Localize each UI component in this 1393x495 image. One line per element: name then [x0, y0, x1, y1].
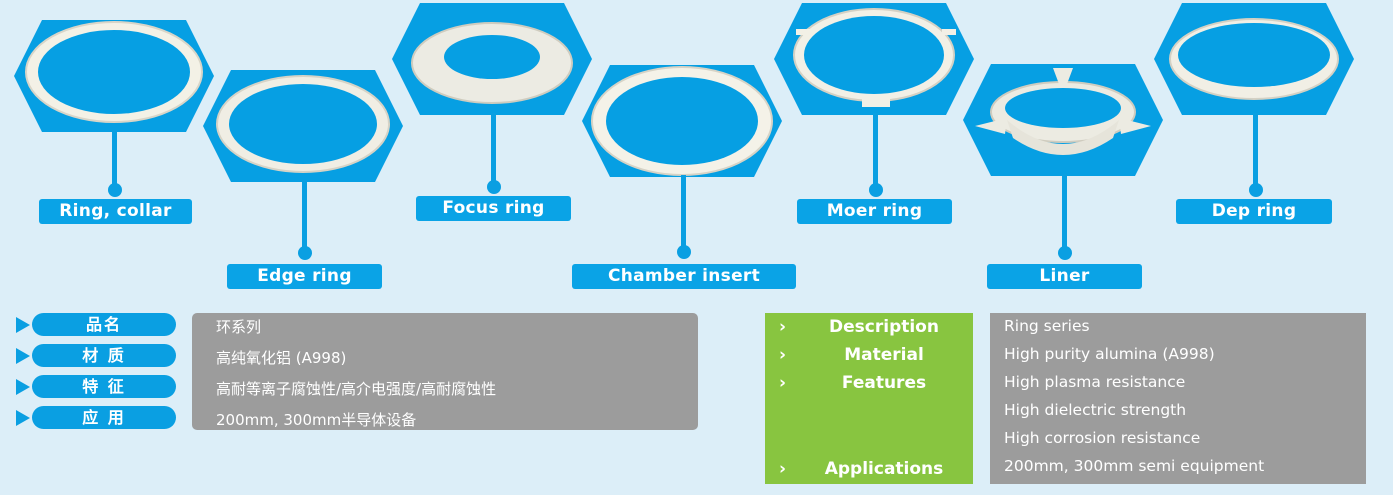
dep-ring-image — [1154, 3, 1354, 115]
product-label: Ring, collar — [39, 199, 192, 224]
product-label: Dep ring — [1176, 199, 1332, 224]
liner-image — [963, 64, 1163, 176]
connector-dot — [1058, 246, 1072, 260]
cn-key-features: 特 征 — [16, 375, 176, 398]
cn-value-name: 环系列 — [216, 318, 262, 336]
en-value-description: Ring series — [1004, 317, 1090, 335]
en-values-panel — [990, 313, 1366, 484]
connector-line — [491, 113, 496, 183]
cn-value-material: 高纯氧化铝 (A998) — [216, 349, 347, 367]
cn-key-material: 材 质 — [16, 344, 176, 367]
cn-key-name: 品名 — [16, 313, 176, 336]
connector-dot — [298, 246, 312, 260]
en-value-material: High purity alumina (A998) — [1004, 345, 1215, 363]
product-label: Focus ring — [416, 196, 571, 221]
connector-dot — [1249, 183, 1263, 197]
product-label: Chamber insert — [572, 264, 796, 289]
cn-key-application: 应 用 — [16, 406, 176, 429]
cn-values-panel — [192, 313, 698, 430]
edge-ring-image — [203, 70, 403, 182]
arrow-icon — [16, 316, 30, 333]
chevron-right-icon: › — [779, 373, 787, 393]
connector-dot — [869, 183, 883, 197]
connector-line — [112, 130, 117, 185]
product-label: Liner — [987, 264, 1142, 289]
connector-dot — [108, 183, 122, 197]
ring-collar-image — [14, 20, 214, 132]
chevron-right-icon: › — [779, 317, 787, 337]
chevron-right-icon: › — [779, 345, 787, 365]
en-value-feature-3: High corrosion resistance — [1004, 429, 1201, 447]
connector-line — [873, 113, 878, 185]
arrow-icon — [16, 347, 30, 364]
product-label: Moer ring — [797, 199, 952, 224]
connector-dot — [677, 245, 691, 259]
moer-ring-image — [774, 3, 974, 115]
connector-line — [1062, 174, 1067, 248]
connector-line — [302, 180, 307, 248]
cn-key-label: 特 征 — [32, 375, 176, 398]
chamber-insert-image — [582, 65, 782, 177]
en-keys-panel — [765, 313, 973, 484]
cn-key-label: 材 质 — [32, 344, 176, 367]
product-label: Edge ring — [227, 264, 382, 289]
en-value-applications: 200mm, 300mm semi equipment — [1004, 457, 1265, 475]
arrow-icon — [16, 378, 30, 395]
cn-value-application: 200mm, 300mm半导体设备 — [216, 411, 417, 429]
connector-line — [681, 175, 686, 247]
en-value-feature-1: High plasma resistance — [1004, 373, 1186, 391]
focus-ring-image — [392, 3, 592, 115]
cn-value-features: 高耐等离子腐蚀性/高介电强度/高耐腐蚀性 — [216, 380, 497, 398]
cn-key-label: 品名 — [32, 313, 176, 336]
cn-key-label: 应 用 — [32, 406, 176, 429]
connector-line — [1253, 113, 1258, 185]
chevron-right-icon: › — [779, 459, 787, 479]
en-value-feature-2: High dielectric strength — [1004, 401, 1187, 419]
arrow-icon — [16, 409, 30, 426]
connector-dot — [487, 180, 501, 194]
